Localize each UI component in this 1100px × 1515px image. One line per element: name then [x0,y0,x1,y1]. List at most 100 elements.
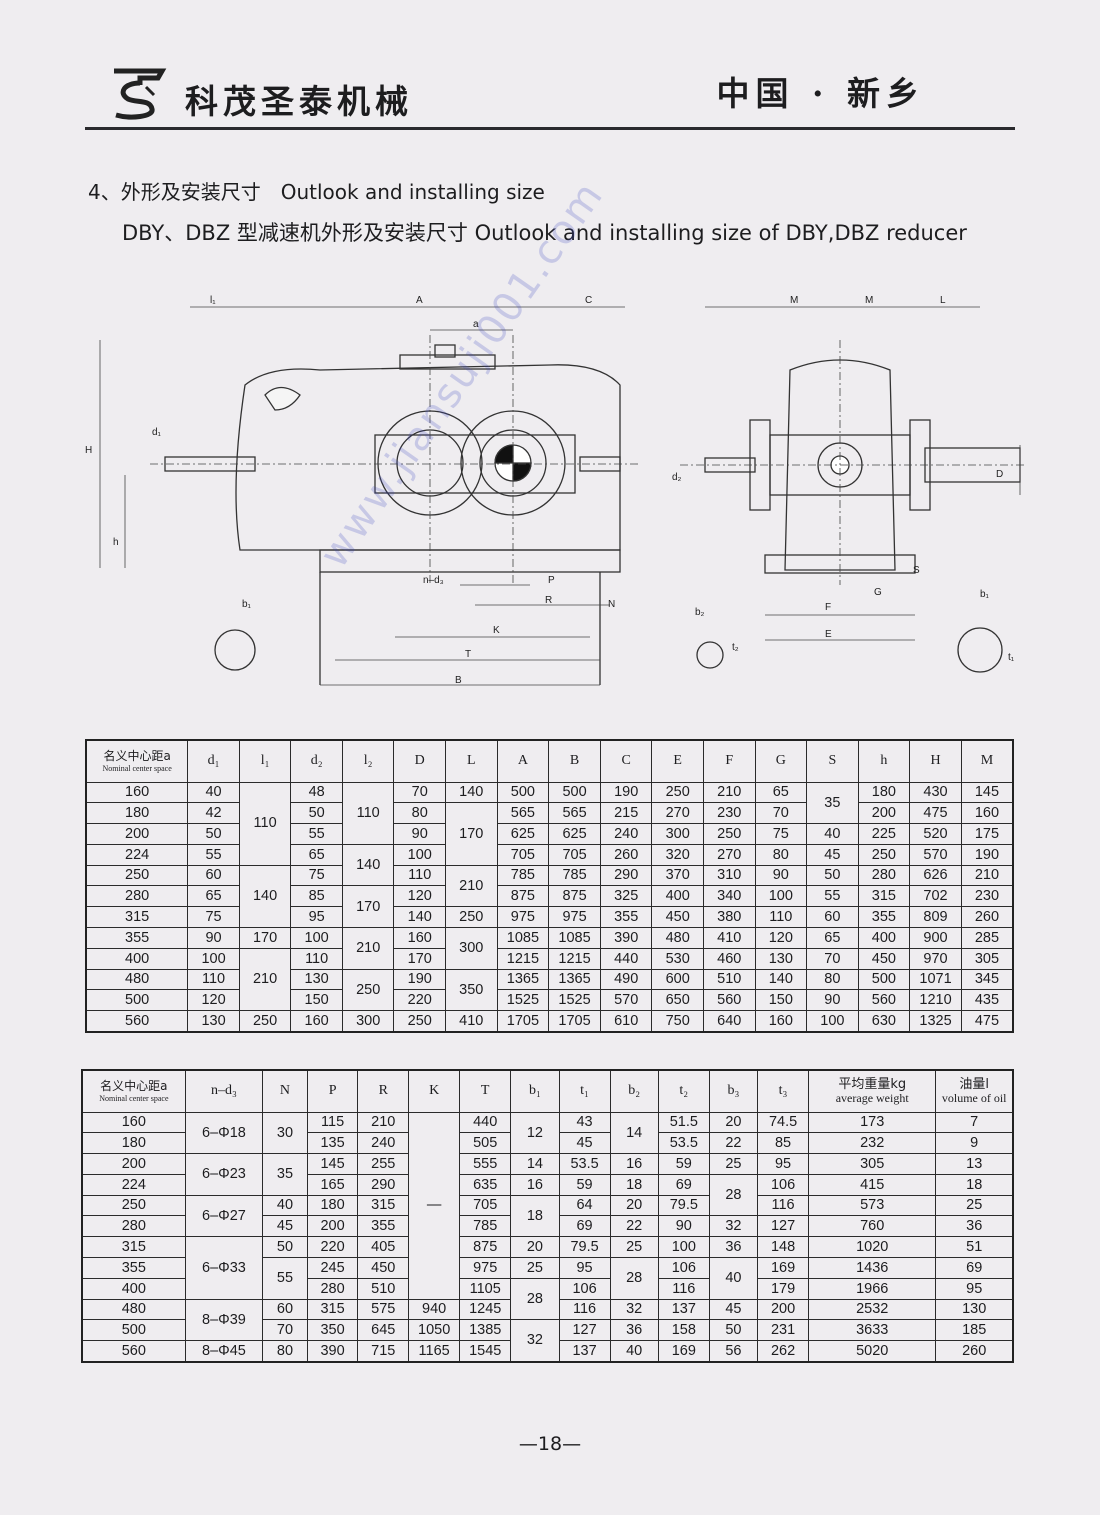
table-cell: 25 [609,1236,659,1259]
table-cell: 14 [510,1153,560,1175]
table-cell: 170 [238,927,292,949]
table-cell: 30 [262,1111,308,1155]
column-header: D [393,739,446,783]
table-cell: 80 [806,968,859,991]
dim-d1: d₁ [152,427,162,438]
table-cell: 1245 [459,1298,512,1321]
column-header: l₂ [341,739,395,783]
table-cell: 1545 [459,1340,512,1363]
table-cell: 255 [357,1153,410,1175]
table-cell: 600 [651,968,704,991]
table-cell: 260 [599,843,653,866]
dim-T: T [465,649,471,660]
table-cell: 169 [757,1257,809,1279]
table-cell: 6–Φ23 [184,1153,264,1196]
table-cell: 180 [857,781,911,804]
table-cell: 45 [806,843,859,866]
table-cell: 430 [909,781,962,804]
table-cell: 260 [935,1340,1014,1363]
table-cell: 250 [651,781,704,804]
table-cell: 110 [341,781,395,845]
table-cell: 270 [702,843,756,866]
table-cell: 340 [702,885,756,908]
table-cell: 480 [81,1298,186,1321]
dim-R: R [545,595,552,606]
table-cell: 224 [81,1173,186,1196]
table-cell: 1705 [548,1010,601,1033]
dim-t1: t₁ [1008,652,1015,663]
table-cell: 12 [510,1111,560,1155]
dim-S: S [913,565,920,576]
column-header: B [548,739,601,783]
table-cell: 95 [558,1257,611,1279]
dim-b3: b₁ [980,589,990,600]
table-cell: 6–Φ27 [184,1194,264,1238]
table-cell: 185 [935,1319,1014,1342]
table-cell: 75 [187,906,240,929]
table-cell: 505 [459,1132,512,1155]
table-cell: 380 [702,906,756,929]
table-cell: 20 [609,1194,659,1217]
column-header: F [702,739,756,783]
dim-H: H [85,445,92,456]
table-cell: 160 [85,781,189,804]
table-cell: 148 [757,1236,809,1259]
table-cell: 610 [599,1010,653,1033]
column-header: b₁ [510,1069,560,1113]
table-cell: 350 [306,1319,359,1342]
table-cell: 95 [935,1277,1014,1300]
table-cell: 315 [357,1194,410,1217]
table-cell: 180 [81,1132,186,1155]
table-cell: 530 [651,947,704,970]
table-cell: 1705 [496,1010,550,1033]
table-cell: 69 [935,1257,1014,1279]
table-cell: 90 [806,989,859,1012]
table-cell: 625 [496,823,550,845]
table-cell: 135 [306,1132,359,1155]
table-cell: 16 [510,1173,560,1196]
table-cell: 50 [708,1319,759,1342]
table-cell: 59 [558,1173,611,1196]
table-cell: 45 [558,1132,611,1155]
section-title: 4、外形及安装尺寸 Outlook and installing size [88,180,545,204]
table-cell: 74.5 [757,1111,809,1134]
table-cell: 435 [960,989,1014,1012]
dim-M-right: M [865,295,873,306]
table-cell: 400 [81,1277,186,1300]
table-cell: 140 [238,864,292,929]
table-cell: 90 [393,823,446,845]
dim-l1: l₁ [210,295,216,306]
table-cell: 110 [393,864,446,887]
table-cell: 120 [187,989,240,1012]
table-cell: 50 [187,823,240,845]
table-cell: 70 [262,1319,308,1342]
table-cell: 1365 [496,968,550,991]
table-cell: 1215 [548,947,601,970]
table-cell: 140 [393,906,446,929]
page-header: 科茂圣泰机械 中国 · 新乡 [85,55,1015,130]
table-cell: 1436 [807,1257,937,1279]
table-cell: 110 [290,947,343,970]
table-cell: 560 [81,1340,186,1363]
column-header: L [445,739,498,783]
table-cell: 1165 [408,1340,461,1363]
table-cell: 785 [496,864,550,887]
table-cell: 500 [81,1319,186,1342]
table-cell: 116 [558,1298,611,1321]
table-cell: 16 [609,1153,659,1175]
table-cell: 809 [909,906,962,929]
dim-B: B [455,675,462,686]
dim-C: C [585,295,592,306]
table-cell: 28 [609,1257,659,1300]
table-cell: 345 [960,968,1014,991]
table-cell: 100 [754,885,808,908]
table-cell: 36 [609,1319,659,1342]
table-cell: 65 [290,843,343,866]
